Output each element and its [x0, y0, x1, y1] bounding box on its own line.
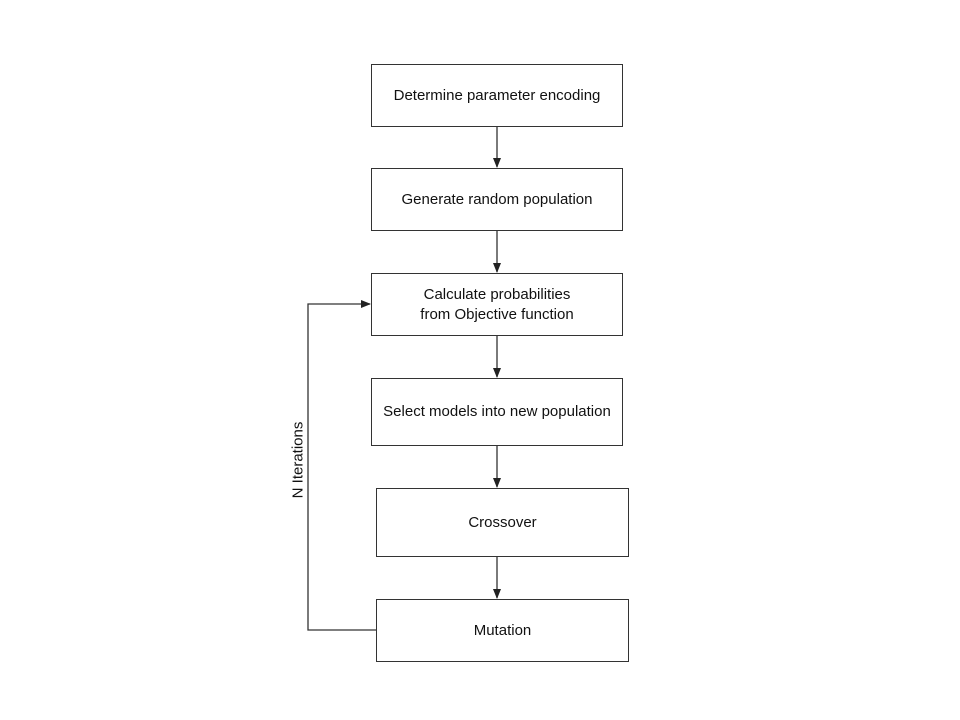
loop-label: N Iterations [289, 421, 307, 499]
step-determine-encoding: Determine parameter encoding [371, 64, 623, 127]
step-select-models: Select models into new population [371, 378, 623, 446]
loop-back-arrow [307, 300, 376, 631]
step-generate-population: Generate random population [371, 168, 623, 231]
step-mutation: Mutation [376, 599, 629, 662]
step-crossover: Crossover [376, 488, 629, 557]
step-calculate-probabilities: Calculate probabilities from Objective f… [371, 273, 623, 336]
